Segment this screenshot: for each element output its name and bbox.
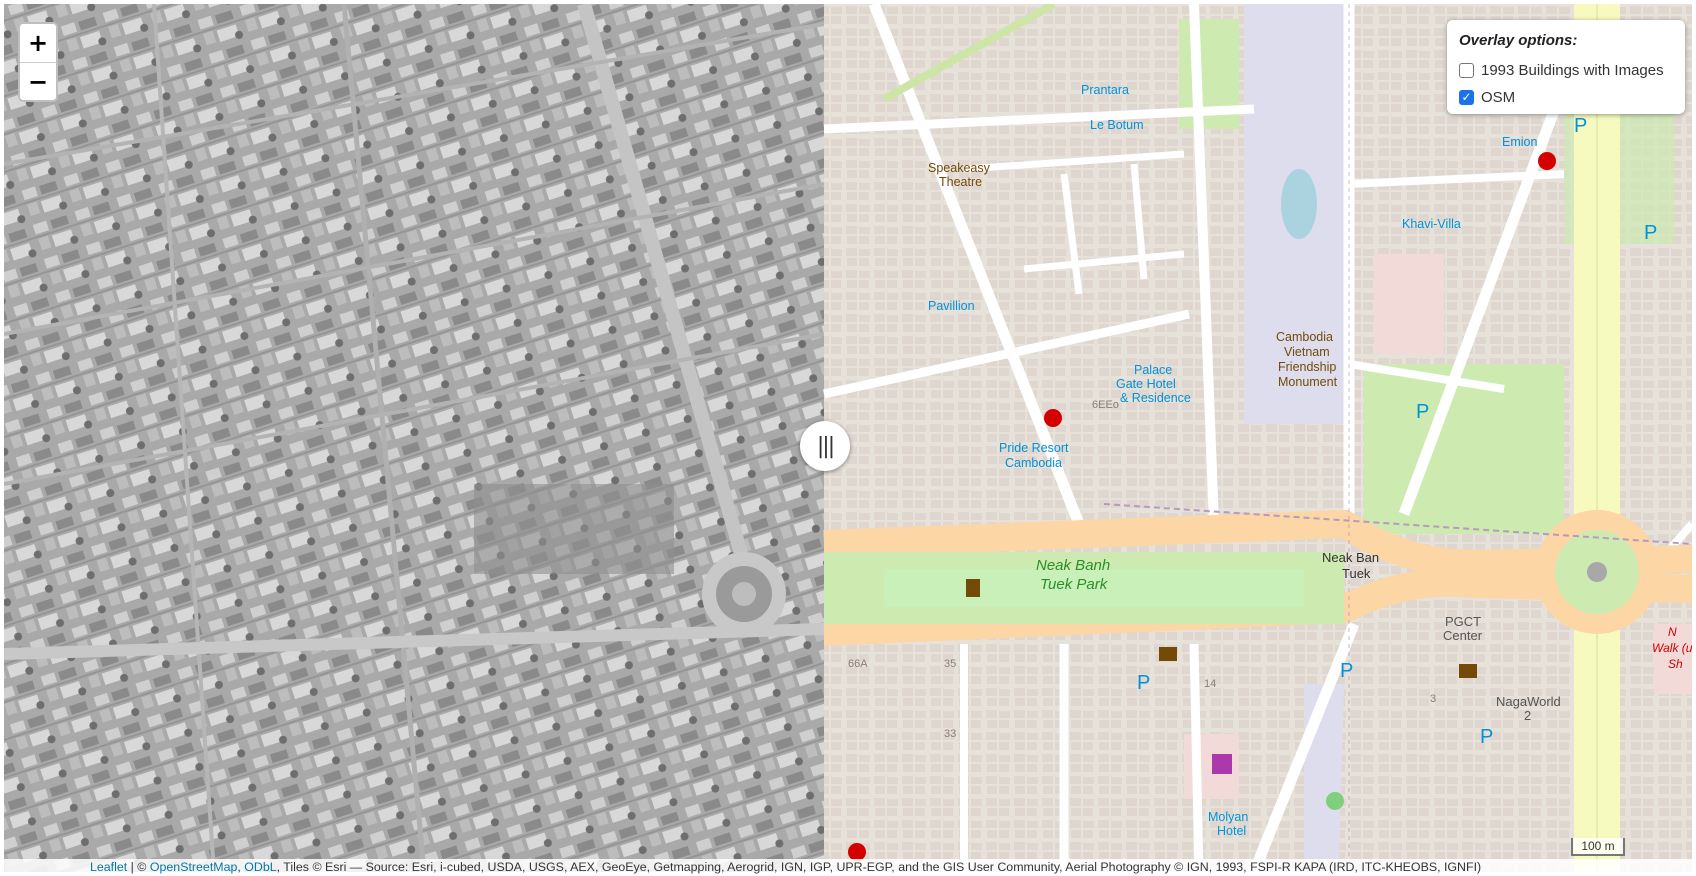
label-pride-resort-1: Pride Resort — [999, 441, 1069, 455]
label-monument-1: Cambodia — [1276, 330, 1333, 344]
label-neak-banh-1: Neak Banh — [1036, 557, 1110, 574]
aerial-imagery-pane — [4, 4, 825, 872]
label-neak-banh-2: Tuek Park — [1040, 576, 1109, 593]
overlay-option-osm[interactable]: ✓ OSM — [1459, 85, 1673, 109]
label-num-66a: 66A — [848, 658, 868, 670]
overlay-option-label: OSM — [1481, 88, 1516, 106]
label-pgct-2: Center — [1443, 628, 1483, 643]
label-prantara: Prantara — [1081, 83, 1129, 97]
parking-icon: P — [1416, 401, 1429, 423]
label-molyan-1: Molyan — [1208, 810, 1248, 824]
label-monument-4: Monument — [1278, 375, 1338, 389]
label-pride-resort-2: Cambodia — [1005, 456, 1062, 470]
label-khavi-villa: Khavi-Villa — [1402, 217, 1461, 231]
swipe-divider-handle[interactable]: ||| — [800, 421, 850, 471]
attribution-separator: | © — [127, 860, 150, 874]
attribution-separator: , — [237, 860, 245, 874]
osm-pane — [823, 4, 1692, 872]
label-monument-2: Vietnam — [1284, 345, 1330, 359]
overlay-option-label: 1993 Buildings with Images — [1481, 61, 1664, 79]
label-walk-1: N — [1668, 625, 1677, 639]
label-palace-gate-2: Gate Hotel — [1116, 377, 1176, 391]
zoom-control: + − — [18, 22, 58, 102]
overlay-option-1993-buildings[interactable]: 1993 Buildings with Images — [1459, 58, 1673, 82]
map-canvas[interactable]: Prantara Le Botum Pavillion Palace Gate … — [4, 4, 1692, 872]
scale-bar: 100 m — [1571, 838, 1625, 856]
parking-icon: P — [1480, 726, 1493, 748]
label-pgct-1: PGCT — [1445, 614, 1481, 629]
label-walk-2: Walk (u — [1652, 641, 1692, 655]
parking-icon: P — [1340, 660, 1353, 682]
label-neak-ban-tuek-1: Neak Ban — [1322, 550, 1379, 565]
label-nagaworld-1: NagaWorld — [1496, 694, 1561, 709]
attribution-text: , Tiles © Esri — Source: Esri, i-cubed, … — [276, 860, 1482, 874]
odbl-link[interactable]: ODbL — [244, 860, 277, 874]
label-num-3: 3 — [1430, 693, 1436, 705]
zoom-in-button[interactable]: + — [20, 24, 56, 63]
osm-checkbox[interactable]: ✓ — [1459, 89, 1474, 105]
parking-icon: P — [1137, 672, 1150, 694]
label-num-35: 35 — [944, 658, 956, 670]
parking-icon: P — [1574, 115, 1587, 137]
label-le-botum: Le Botum — [1090, 118, 1144, 132]
overlay-title: Overlay options: — [1459, 32, 1578, 49]
leaflet-link[interactable]: Leaflet — [90, 860, 128, 874]
openstreetmap-link[interactable]: OpenStreetMap — [149, 860, 238, 874]
label-nagaworld-2: 2 — [1524, 708, 1531, 723]
zoom-out-button[interactable]: − — [27, 68, 49, 96]
label-num-6eeo: 6EEo — [1092, 399, 1119, 411]
label-speakeasy-2: Theatre — [939, 175, 982, 189]
label-num-14: 14 — [1204, 678, 1216, 690]
label-emion: Emion — [1502, 135, 1537, 149]
map-markers — [848, 152, 1556, 861]
buildings-1993-checkbox[interactable] — [1459, 62, 1474, 78]
map-container[interactable]: Prantara Le Botum Pavillion Palace Gate … — [4, 4, 1692, 872]
label-monument-3: Friendship — [1278, 360, 1336, 374]
label-molyan-2: Hotel — [1217, 824, 1246, 838]
label-palace-gate-3: & Residence — [1120, 391, 1191, 405]
label-neak-ban-tuek-2: Tuek — [1342, 566, 1371, 581]
parking-icon: P — [1644, 222, 1657, 244]
label-speakeasy-1: Speakeasy — [928, 161, 991, 175]
overlay-options-panel: Overlay options: 1993 Buildings with Ima… — [1447, 20, 1685, 114]
attribution-bar: Leaflet | © OpenStreetMap, ODbL, Tiles ©… — [0, 859, 1696, 876]
label-walk-3: Sh — [1668, 657, 1683, 671]
label-num-33: 33 — [944, 728, 956, 740]
label-pavillion: Pavillion — [928, 299, 975, 313]
label-palace-gate-1: Palace — [1134, 363, 1172, 377]
